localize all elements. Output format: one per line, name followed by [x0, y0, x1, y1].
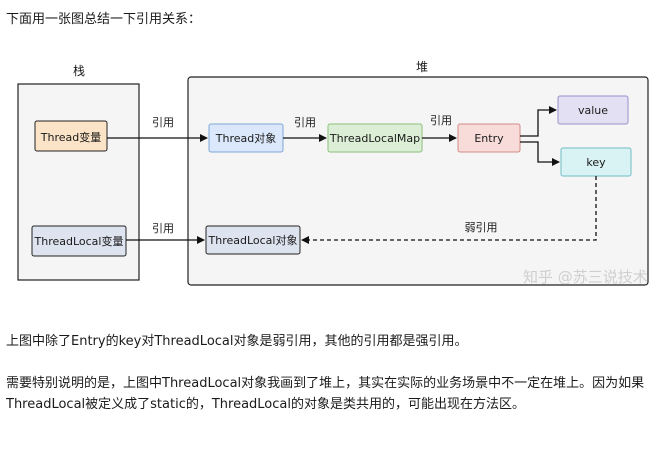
watermark: 知乎 @苏三说技术 [523, 268, 648, 286]
thread-variable-node: Thread变量 [34, 120, 108, 152]
weak-ref-label: 弱引用 [465, 220, 498, 234]
threadlocal-object-node: ThreadLocal对象 [205, 225, 301, 255]
value-label: value [578, 104, 608, 117]
thread-object-label: Thread对象 [215, 131, 276, 145]
entry-node: Entry [457, 123, 521, 153]
entry-label: Entry [474, 132, 504, 145]
heap-label: 堆 [416, 60, 428, 74]
intro-text: 下面用一张图总结一下引用关系： [6, 12, 202, 27]
key-node: key [560, 147, 632, 177]
threadlocalmap-node: ThreadLocalMap [327, 123, 423, 153]
threadlocal-ref-label: 引用 [152, 221, 174, 235]
thread-ref-label: 引用 [152, 115, 174, 129]
map-ref-label: 引用 [294, 115, 316, 129]
threadlocal-variable-node: ThreadLocal变量 [31, 225, 127, 257]
thread-object-node: Thread对象 [208, 123, 284, 153]
paragraph-note: 需要特别说明的是，上图中ThreadLocal对象我画到了堆上，其实在实际的业务… [6, 376, 645, 412]
key-label: key [586, 156, 606, 169]
stack-label: 栈 [73, 63, 85, 78]
entry-ref-label: 引用 [430, 113, 452, 127]
paragraph-weak-reference: 上图中除了Entry的key对ThreadLocal对象是弱引用，其他的引用都是… [6, 334, 468, 349]
weak-ref-arrow [301, 176, 597, 244]
entry-value-arrow [520, 106, 557, 137]
thread-variable-label: Thread变量 [40, 130, 101, 144]
threadlocalmap-label: ThreadLocalMap [329, 132, 420, 145]
threadlocal-variable-label: ThreadLocal变量 [34, 234, 124, 248]
entry-key-arrow [520, 141, 560, 166]
threadlocal-object-label: ThreadLocal对象 [208, 233, 298, 247]
reference-diagram: 栈 堆 知乎 @苏三说技术 Thread变量 ThreadLocal变量 Thr… [8, 52, 656, 298]
heap-panel [187, 76, 649, 286]
value-node: value [557, 95, 629, 125]
